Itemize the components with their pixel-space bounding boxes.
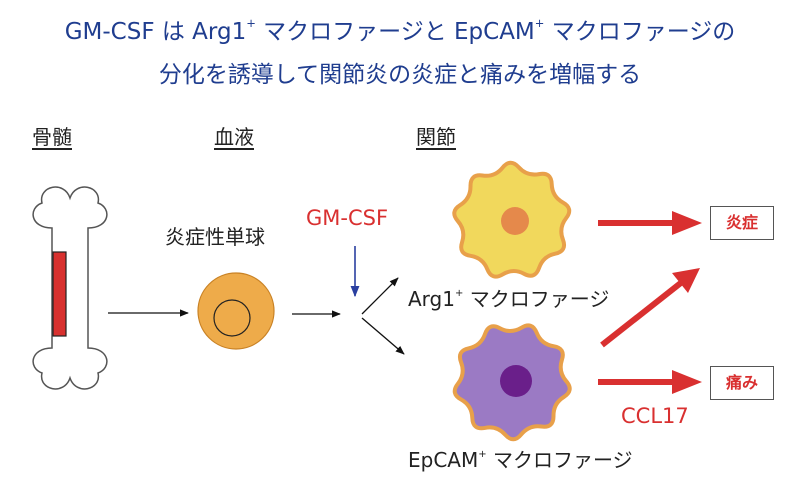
pain-box: 痛み bbox=[710, 366, 774, 400]
arg1-macrophage-label: Arg1+ マクロファージ bbox=[408, 283, 609, 312]
monocyte-label: 炎症性単球 bbox=[165, 225, 265, 249]
arrow-epcam-to-pain bbox=[598, 379, 672, 385]
title-sup1: + bbox=[246, 16, 256, 31]
section-joint: 関節 bbox=[416, 125, 456, 149]
arrow-to-epcam bbox=[361, 317, 405, 355]
title-part2: マクロファージと EpCAM bbox=[255, 19, 535, 45]
title-sup2: + bbox=[534, 16, 545, 31]
page-title-line1: GM-CSF は Arg1+ マクロファージと EpCAM+ マクロファージの bbox=[0, 12, 800, 46]
arg1-macrophage-cell bbox=[452, 160, 572, 279]
red-arrows bbox=[598, 211, 702, 394]
bone-marrow-rect bbox=[52, 251, 67, 337]
epcam-label-rest: マクロファージ bbox=[486, 448, 633, 472]
epcam-label-sup: + bbox=[478, 448, 487, 460]
arg1-label-rest: マクロファージ bbox=[463, 287, 610, 311]
title-part1: GM-CSF は Arg1 bbox=[64, 19, 247, 45]
page-title-line2: 分化を誘導して関節炎の炎症と痛みを増幅する bbox=[158, 62, 642, 88]
arg1-label-sup: + bbox=[454, 287, 464, 299]
arrow-to-arg1 bbox=[361, 277, 399, 315]
epcam-label-main: EpCAM bbox=[408, 448, 479, 472]
section-bone-marrow: 骨髄 bbox=[32, 125, 72, 149]
bone-icon bbox=[32, 186, 108, 390]
epcam-macrophage-label: EpCAM+ マクロファージ bbox=[408, 444, 633, 473]
inflammation-box: 炎症 bbox=[710, 206, 774, 240]
epcam-macrophage-cell bbox=[452, 323, 572, 442]
ccl17-label: CCL17 bbox=[621, 404, 689, 428]
epcam-nucleus bbox=[500, 365, 532, 397]
arg1-nucleus bbox=[501, 207, 529, 235]
monocyte-nucleus bbox=[213, 299, 251, 337]
arrow-epcam-to-inflammation bbox=[600, 268, 700, 348]
arg1-label-main: Arg1 bbox=[408, 287, 455, 311]
arrow-arg1-to-inflammation bbox=[598, 220, 672, 226]
section-blood: 血液 bbox=[214, 125, 254, 149]
title-part3: マクロファージの bbox=[544, 19, 736, 45]
gmcsf-label: GM-CSF bbox=[306, 206, 389, 230]
monocyte-cell bbox=[197, 272, 275, 350]
